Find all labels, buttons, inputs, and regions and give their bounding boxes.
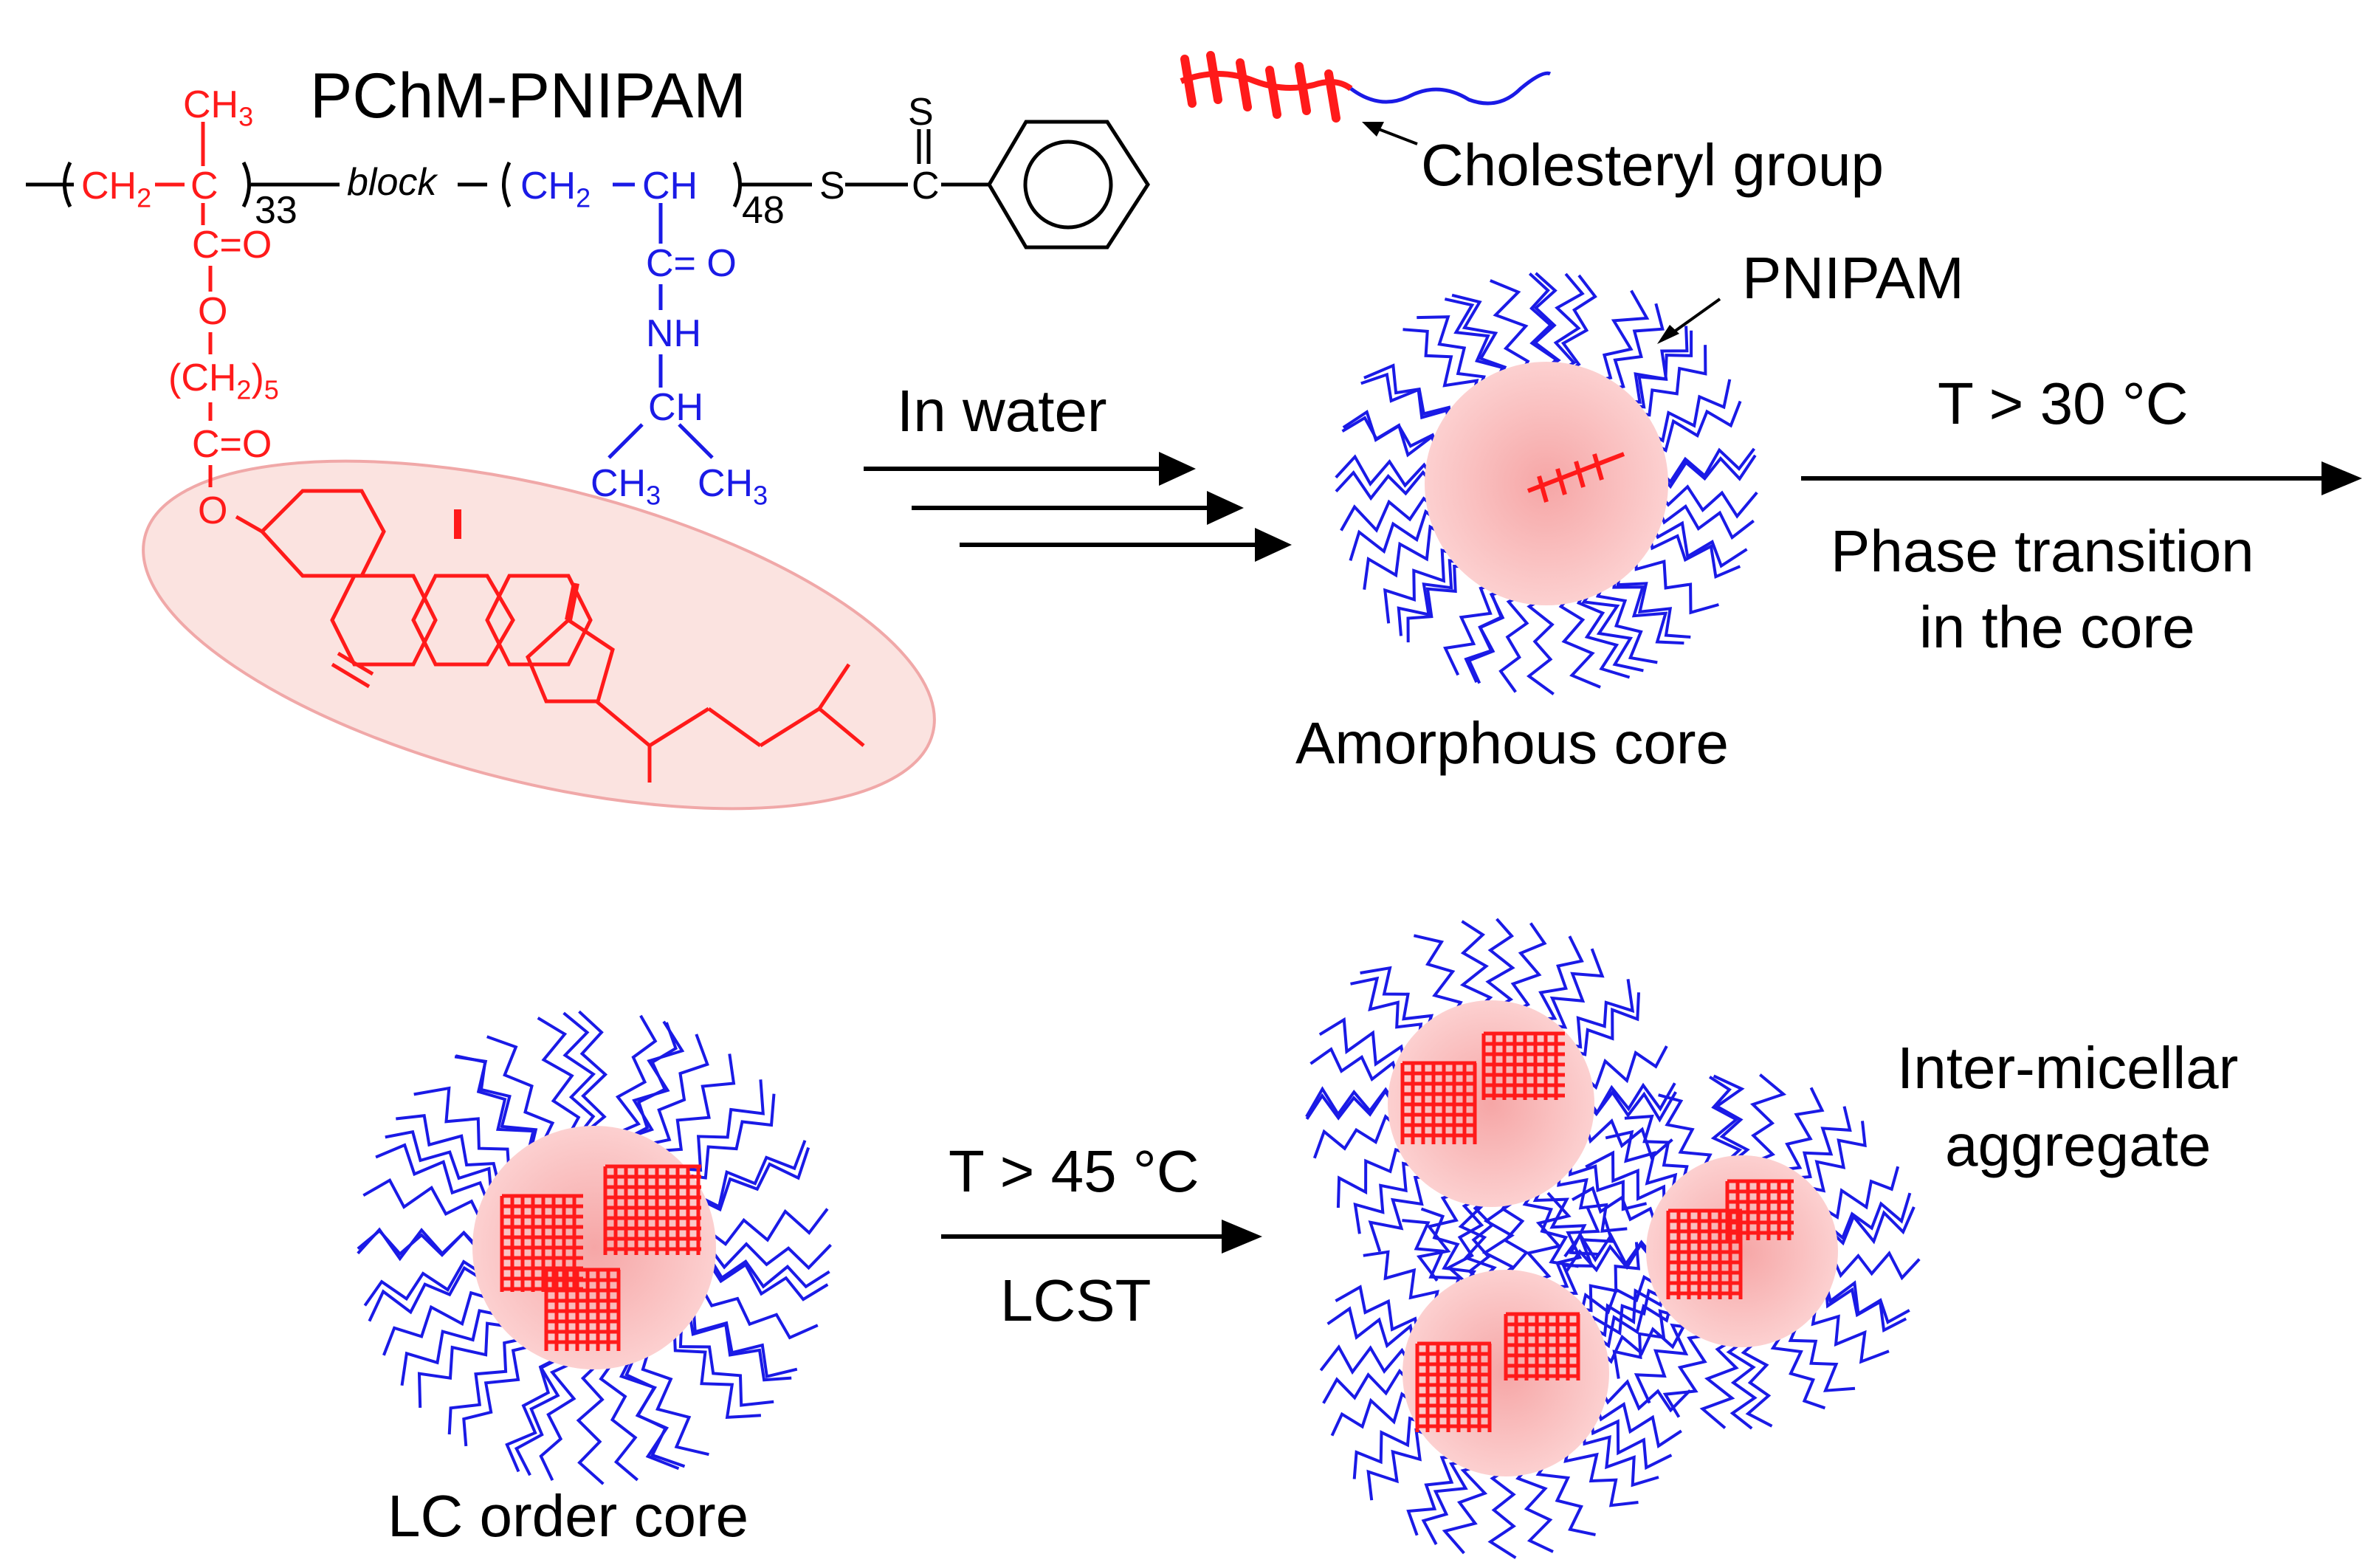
in-water-arrows bbox=[864, 452, 1292, 562]
ch2-left: CH2 bbox=[81, 165, 152, 213]
in-the-core-label: in the core bbox=[1919, 594, 2195, 660]
t30-label: T > 30 °C bbox=[1938, 371, 2189, 436]
t30-arrow-head bbox=[2321, 461, 2362, 495]
methyl-a: CH3 bbox=[591, 462, 661, 511]
isopropyl-ch: CH bbox=[648, 386, 704, 429]
pentamethylene: (CH2)5 bbox=[168, 357, 279, 405]
aggregate-label: aggregate bbox=[1945, 1113, 2212, 1178]
amorphous-micelle bbox=[1335, 272, 1758, 695]
lc-order-core-label: LC order core bbox=[388, 1483, 749, 1549]
ch3-top: CH3 bbox=[183, 83, 254, 132]
polymer-title: PChM-PNIPAM bbox=[310, 61, 746, 131]
lc-order-micelle bbox=[357, 1010, 832, 1485]
cholesterol-skeleton bbox=[235, 489, 865, 783]
carbonyl-1: C=O bbox=[192, 224, 272, 267]
cholesteryl-oxygen: O bbox=[198, 489, 228, 532]
carbonyl-2: C=O bbox=[192, 423, 272, 466]
ch2-right: CH2 bbox=[520, 165, 591, 213]
t45-label: T > 45 °C bbox=[949, 1138, 1200, 1204]
lcst-label: LCST bbox=[1000, 1268, 1152, 1333]
in-water-label: In water bbox=[897, 378, 1107, 444]
carbon-thio: C bbox=[912, 165, 940, 207]
ester-oxygen: O bbox=[198, 290, 228, 333]
inter-micellar-label: Inter-micellar bbox=[1897, 1035, 2239, 1101]
cholesteryl-group-label: Cholesteryl group bbox=[1421, 132, 1884, 198]
repeat-33: 33 bbox=[255, 189, 297, 232]
phase-transition-label: Phase transition bbox=[1831, 518, 2254, 584]
amorphous-core-label: Amorphous core bbox=[1295, 710, 1729, 776]
amide-nh: NH bbox=[646, 312, 702, 355]
cholesteryl-group-illustration bbox=[1180, 51, 1552, 145]
amide-carbonyl: C= O bbox=[646, 242, 737, 285]
t45-arrow-head bbox=[1222, 1220, 1262, 1254]
pnipam-label: PNIPAM bbox=[1742, 245, 1964, 311]
cholesteryl-highlight bbox=[142, 459, 936, 811]
methyl-b: CH3 bbox=[698, 462, 768, 511]
block-label: block bbox=[347, 161, 437, 204]
inter-micellar-aggregate bbox=[1305, 918, 1921, 1559]
ch-right: CH bbox=[642, 165, 698, 207]
pnipam-pointer-head bbox=[1657, 325, 1679, 344]
pnipam-pointer bbox=[1667, 298, 1721, 337]
repeat-48: 48 bbox=[742, 189, 785, 232]
sulfur-link: S bbox=[819, 165, 845, 207]
polymer-backbone bbox=[26, 120, 1150, 487]
c-left: C bbox=[190, 165, 218, 207]
sulfur-top: S bbox=[908, 91, 934, 134]
